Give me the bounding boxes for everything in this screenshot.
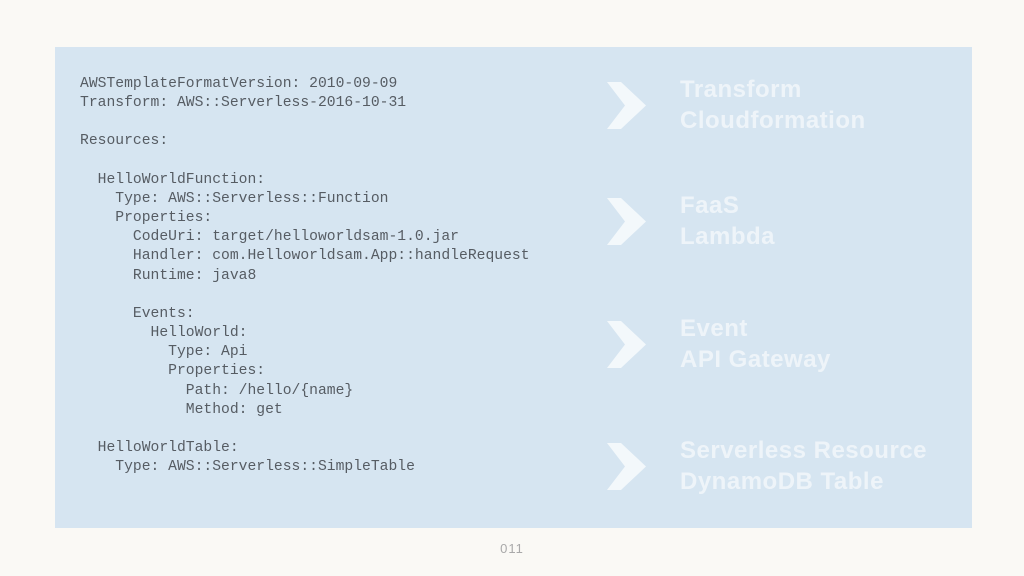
annotation-line: Event [680, 315, 748, 342]
annotation-line: Cloudformation [680, 107, 866, 134]
annotation-line: FaaS [680, 192, 740, 219]
annotation-faas-lambda: FaaS Lambda [607, 190, 775, 252]
annotation-label: FaaS Lambda [680, 190, 775, 252]
annotation-label: Serverless Resource DynamoDB Table [680, 435, 927, 497]
annotation-line: API Gateway [680, 346, 831, 373]
annotation-transform-cloudformation: Transform Cloudformation [607, 74, 866, 136]
chevron-right-icon [607, 197, 646, 245]
annotation-line: Lambda [680, 223, 776, 250]
chevron-right-icon [607, 442, 646, 490]
annotation-label: Event API Gateway [680, 313, 831, 375]
chevron-right-icon [607, 81, 646, 129]
annotation-label: Transform Cloudformation [680, 74, 866, 136]
annotation-line: Serverless Resource [680, 437, 927, 464]
annotation-event-api-gateway: Event API Gateway [607, 313, 831, 375]
annotation-serverless-dynamodb: Serverless Resource DynamoDB Table [607, 435, 927, 497]
page-number: 011 [500, 541, 524, 556]
chevron-right-icon [607, 320, 646, 368]
annotation-line: Transform [680, 76, 802, 103]
slide: AWSTemplateFormatVersion: 2010-09-09 Tra… [55, 47, 972, 528]
annotation-line: DynamoDB Table [680, 468, 884, 495]
sam-template-code: AWSTemplateFormatVersion: 2010-09-09 Tra… [80, 76, 530, 476]
